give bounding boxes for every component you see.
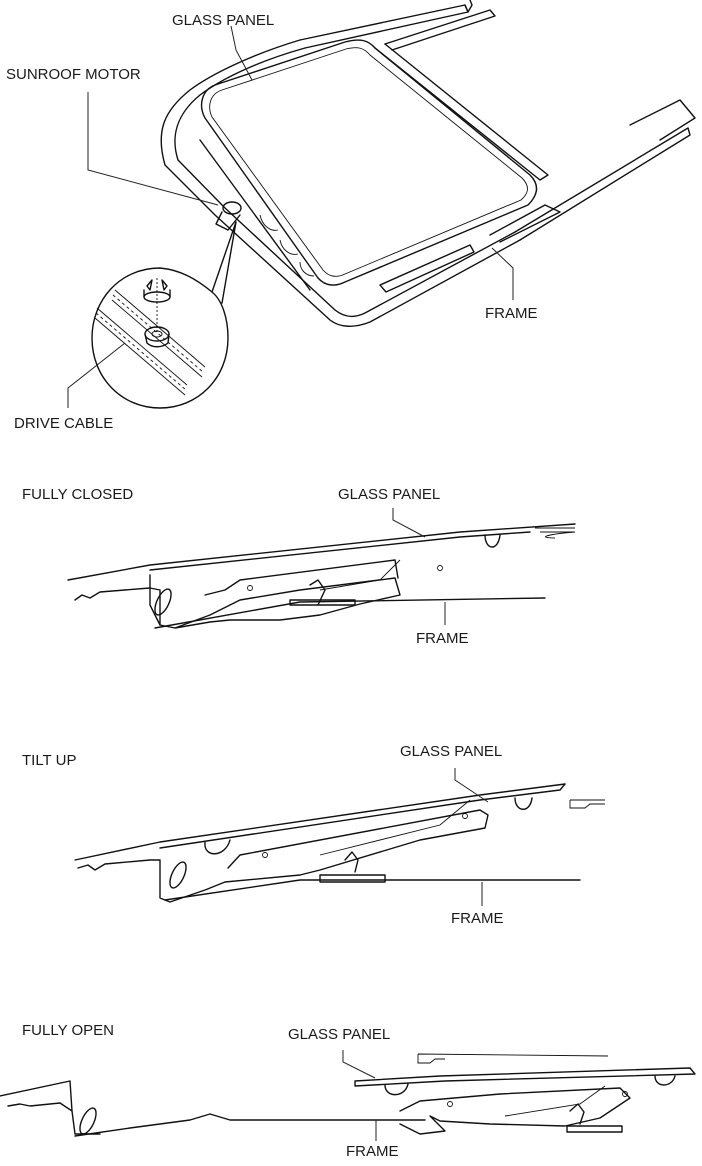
mechanism-drawing bbox=[77, 799, 489, 903]
frame-line bbox=[154, 597, 546, 629]
state-title-tilt-up: TILT UP bbox=[22, 752, 77, 769]
glass-panel-drawing bbox=[74, 783, 605, 861]
label-glass-panel: GLASS PANEL bbox=[338, 486, 441, 503]
label-sunroof-motor: SUNROOF MOTOR bbox=[6, 66, 141, 83]
mechanism-drawing bbox=[399, 1085, 631, 1135]
leader-drive-cable bbox=[67, 342, 126, 408]
label-frame: FRAME bbox=[346, 1143, 399, 1160]
front-deflector-drawing bbox=[0, 1080, 101, 1135]
label-frame: FRAME bbox=[451, 910, 504, 927]
glass-panel-drawing bbox=[354, 1067, 696, 1096]
mechanism-drawing bbox=[74, 559, 443, 629]
label-drive-cable: DRIVE CABLE bbox=[14, 415, 114, 432]
tilt-up-drawing bbox=[74, 768, 605, 906]
leader-frame bbox=[491, 247, 514, 300]
drive-cable-detail-callout bbox=[91, 221, 237, 409]
label-frame: FRAME bbox=[416, 630, 469, 647]
fully-open-drawing bbox=[0, 1050, 696, 1141]
leader-glass-panel bbox=[230, 25, 253, 81]
label-glass-panel: GLASS PANEL bbox=[400, 743, 503, 760]
label-frame: FRAME bbox=[485, 305, 538, 322]
glass-panel-drawing bbox=[200, 9, 549, 286]
label-glass-panel: GLASS PANEL bbox=[172, 12, 275, 29]
sunroof-motor-drawing bbox=[215, 201, 242, 231]
frame-line bbox=[164, 879, 581, 901]
glass-panel-drawing bbox=[67, 523, 576, 581]
rear-panel-drawing bbox=[417, 1053, 609, 1064]
fully-closed-drawing bbox=[67, 508, 576, 629]
state-title-fully-closed: FULLY CLOSED bbox=[22, 486, 134, 503]
leader-glass-panel bbox=[342, 1050, 376, 1079]
sunroof-frame-outline bbox=[160, 0, 696, 327]
label-glass-panel: GLASS PANEL bbox=[288, 1026, 391, 1043]
leader-sunroof-motor bbox=[87, 92, 219, 206]
leader-glass-panel bbox=[454, 768, 489, 803]
frame-line bbox=[74, 1113, 426, 1137]
sunroof-assembly-drawing bbox=[67, 0, 696, 409]
state-title-fully-open: FULLY OPEN bbox=[22, 1022, 114, 1039]
front-rail-drawing bbox=[199, 139, 561, 293]
leader-glass-panel bbox=[392, 508, 426, 538]
